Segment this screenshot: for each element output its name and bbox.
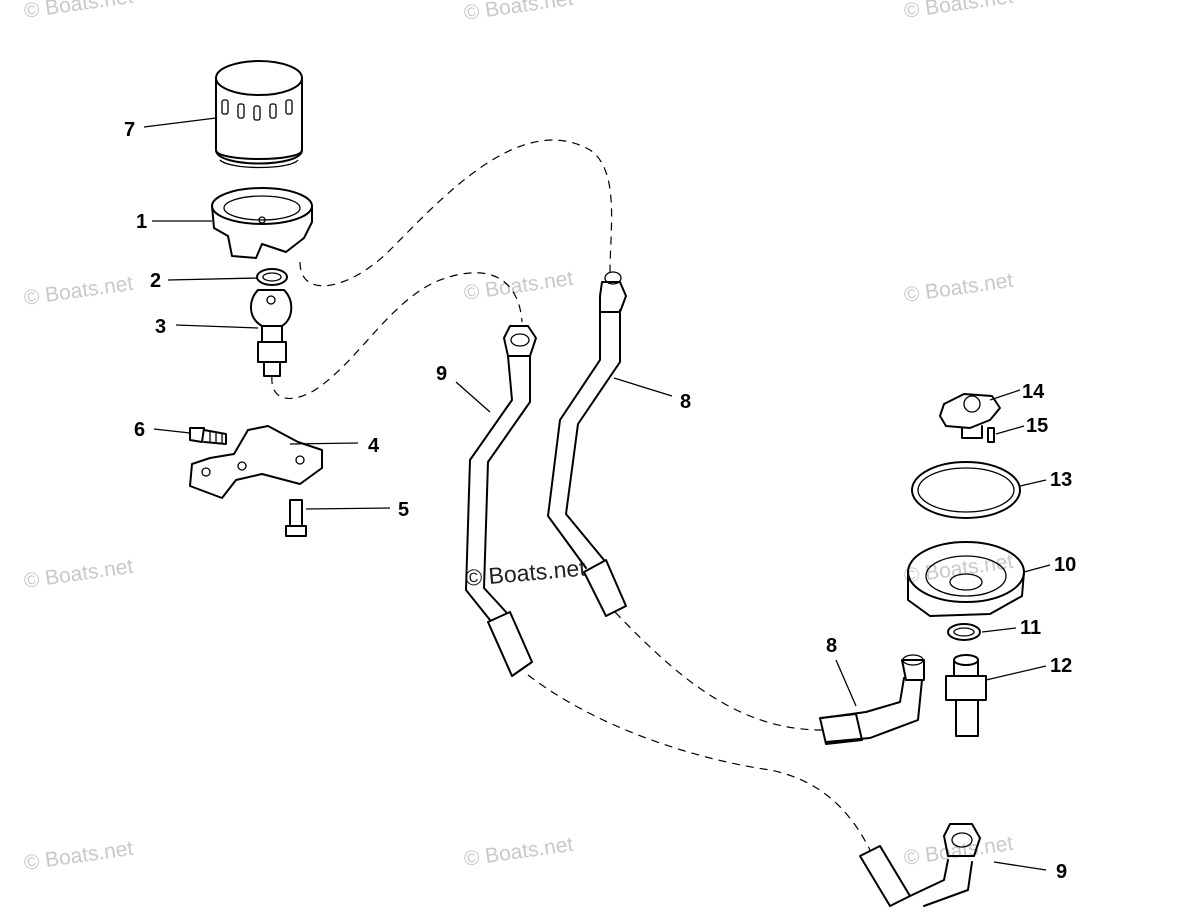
screw-part [285, 499, 307, 537]
watermark: © Boats.net [902, 550, 1014, 588]
watermark: © Boats.net [462, 833, 574, 871]
callout-5: 5 [398, 499, 409, 521]
callout-1: 1 [136, 211, 147, 233]
center-watermark: © Boats.net [464, 555, 587, 591]
bolt-part [189, 427, 227, 445]
small-screw-part [987, 427, 995, 443]
oil-filter-part [215, 60, 303, 169]
callout-9-upper: 9 [436, 363, 447, 385]
callout-8-upper: 8 [680, 391, 691, 413]
callout-10: 10 [1054, 554, 1076, 576]
ring-seal-part [911, 461, 1021, 519]
watermark: © Boats.net [22, 555, 134, 593]
callout-14: 14 [1022, 381, 1045, 403]
watermark: © Boats.net [22, 837, 134, 875]
hose-8-part [547, 271, 627, 617]
cooler-fitting-part [945, 654, 987, 737]
callout-15: 15 [1026, 415, 1048, 437]
hose-9-part [465, 325, 537, 677]
callouts: 7 1 2 3 6 4 5 9 8 14 15 13 10 11 12 8 9 [124, 119, 1076, 883]
leader-lines [143, 117, 1051, 871]
callout-6: 6 [134, 419, 145, 441]
watermark: © Boats.net [462, 0, 574, 25]
callout-7: 7 [124, 119, 135, 141]
watermark: © Boats.net [22, 272, 134, 310]
cover-part [939, 393, 1001, 439]
watermarks: © Boats.net © Boats.net © Boats.net © Bo… [22, 0, 1014, 875]
watermark: © Boats.net [902, 269, 1014, 307]
fitting-part [250, 289, 293, 377]
o-ring-part [256, 268, 288, 286]
callout-4: 4 [368, 435, 380, 457]
filter-adapter-part [211, 187, 313, 259]
callout-12: 12 [1050, 655, 1072, 677]
hose-8-lower-part [819, 654, 925, 745]
callout-2: 2 [150, 270, 161, 292]
callout-11: 11 [1020, 617, 1041, 639]
callout-13: 13 [1050, 469, 1072, 491]
watermark: © Boats.net [22, 0, 134, 23]
connection-lines [271, 139, 871, 851]
callout-9-lower: 9 [1056, 861, 1067, 883]
bracket-part [189, 425, 323, 499]
callout-3: 3 [155, 316, 166, 338]
hose-9-lower-part [859, 823, 981, 907]
watermark: © Boats.net [902, 0, 1014, 23]
watermark: © Boats.net [902, 832, 1014, 870]
callout-8-lower: 8 [826, 635, 837, 657]
washer-part [947, 623, 981, 641]
